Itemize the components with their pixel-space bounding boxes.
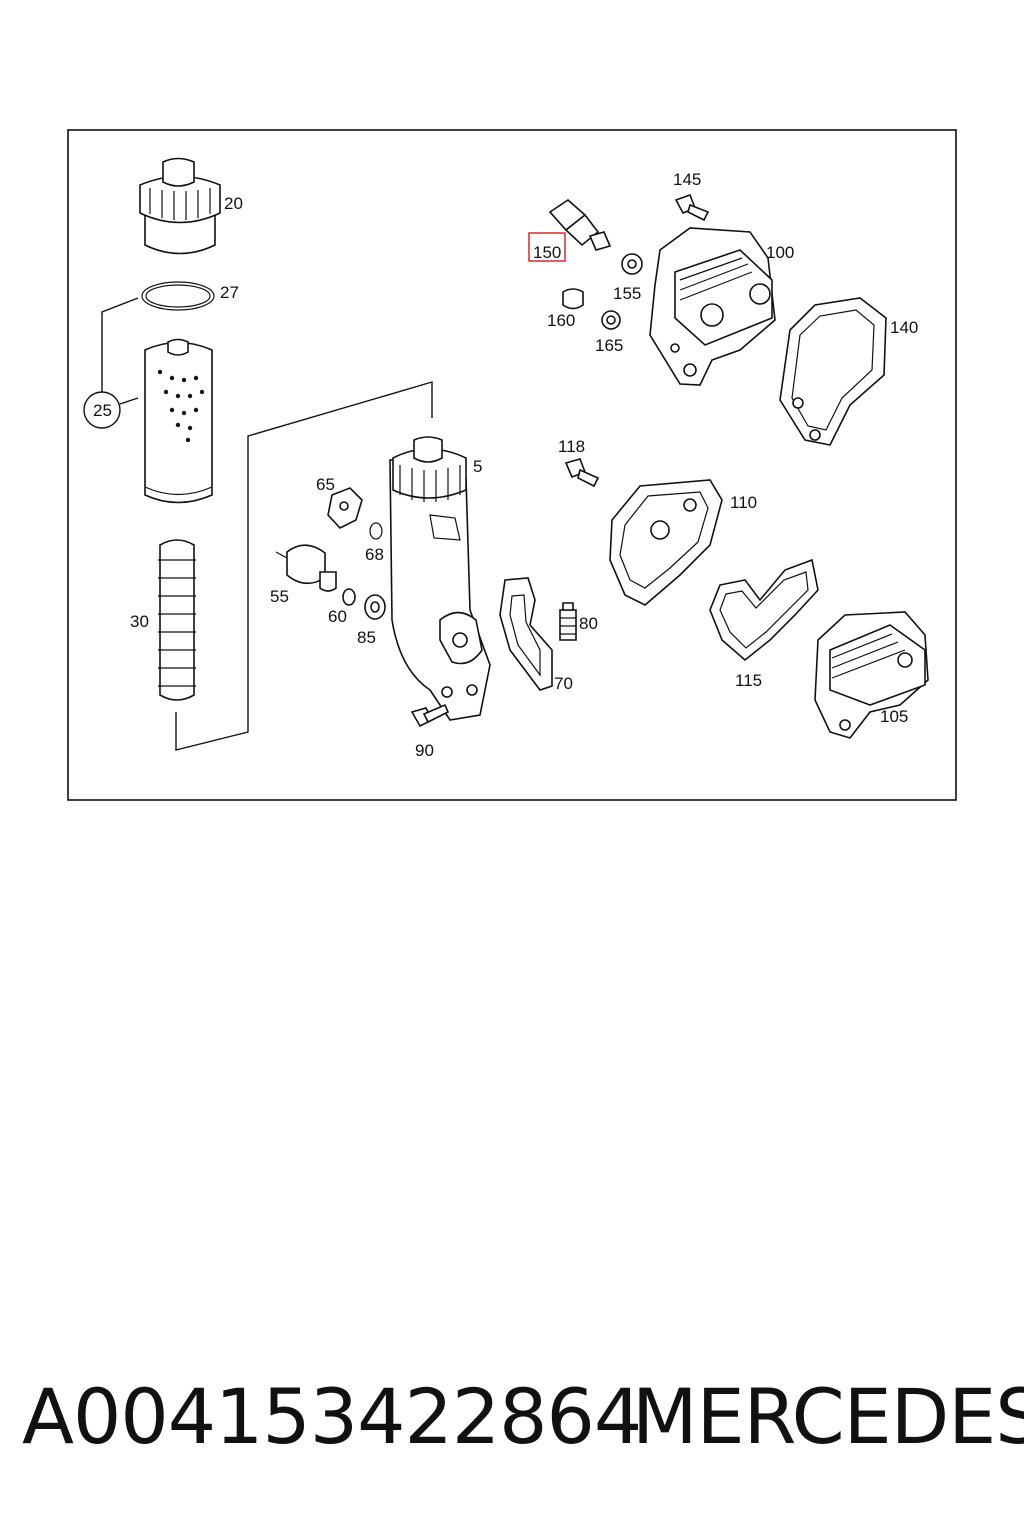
callout-68: 68 — [365, 545, 384, 564]
part-info: A004153422864 MERCEDES — [22, 1372, 1024, 1472]
part-160-plug — [562, 288, 584, 310]
part-90-bolt — [410, 703, 450, 728]
callout-25: 25 — [93, 401, 112, 420]
brand-name: MERCEDES — [632, 1372, 1024, 1461]
callout-145: 145 — [673, 170, 701, 189]
callout-160: 160 — [547, 311, 575, 330]
callout-165: 165 — [595, 336, 623, 355]
callout-60: 60 — [328, 607, 347, 626]
part-27-o-ring — [141, 281, 215, 311]
part-20-filter-cap — [139, 157, 221, 255]
callout-155: 155 — [613, 284, 641, 303]
callout-100: 100 — [766, 243, 794, 262]
part-30-strainer — [158, 539, 196, 701]
callout-85: 85 — [357, 628, 376, 647]
part-number: A004153422864 — [22, 1372, 642, 1461]
callout-circle-25 — [83, 391, 121, 429]
part-100-oil-cooler — [649, 227, 776, 386]
callout-150: 150 — [533, 243, 561, 262]
callout-20: 20 — [224, 194, 243, 213]
callout-115: 115 — [735, 671, 762, 690]
callout-70: 70 — [554, 674, 573, 693]
part-68-seal — [369, 522, 383, 540]
highlight-box-150 — [528, 232, 566, 262]
leader-5 — [175, 381, 433, 751]
part-115-gasket — [709, 558, 819, 662]
part-5-filter-housing — [389, 436, 491, 721]
callout-30: 30 — [130, 612, 149, 631]
part-25-filter-element — [144, 338, 213, 504]
part-140-gasket — [779, 297, 887, 446]
callout-5: 5 — [473, 457, 482, 476]
callout-80: 80 — [579, 614, 598, 633]
callout-65: 65 — [316, 475, 335, 494]
callout-90: 90 — [415, 741, 434, 760]
part-80-plug — [559, 602, 577, 641]
part-60-washer — [342, 588, 356, 606]
callout-27: 27 — [220, 283, 239, 302]
callout-55: 55 — [270, 587, 289, 606]
callout-118: 118 — [558, 437, 585, 456]
part-70-gasket — [499, 577, 553, 691]
parts-diagram: 20 27 25 30 5 65 68 55 60 85 90 70 80 14… — [67, 129, 957, 801]
part-150-sensor — [548, 198, 612, 251]
callout-110: 110 — [730, 493, 757, 512]
diagram-frame — [67, 129, 957, 801]
callout-140: 140 — [890, 318, 918, 337]
part-55-valve — [275, 544, 337, 592]
part-110-cover — [609, 479, 723, 606]
exploded-view-drawing: 20 27 25 30 5 65 68 55 60 85 90 70 80 14… — [67, 129, 957, 801]
callout-105: 105 — [880, 707, 908, 726]
leader-25 — [101, 297, 139, 392]
part-105-cooler — [814, 611, 929, 739]
